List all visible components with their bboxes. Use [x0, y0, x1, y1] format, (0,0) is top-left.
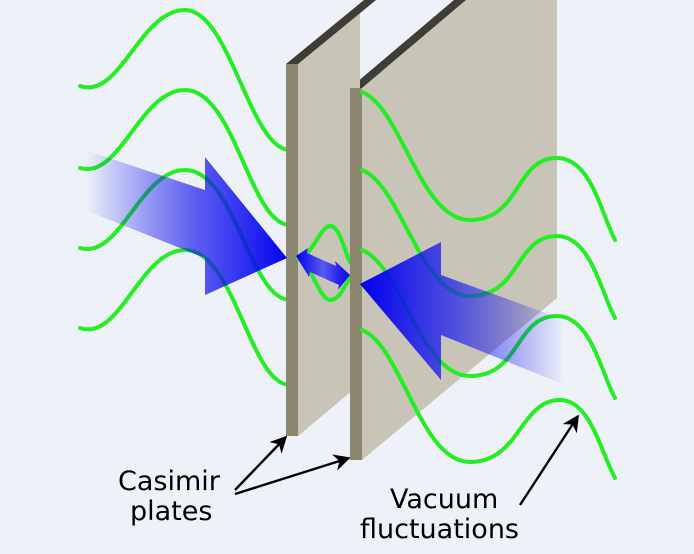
pointer-back-plate	[234, 454, 351, 496]
back-plate-edge	[350, 88, 362, 460]
right-pressure-arrow	[360, 242, 565, 385]
wave-right-2	[360, 168, 617, 320]
back-plate	[350, 0, 557, 460]
wave-left-3	[78, 167, 292, 302]
pointer-front-plate	[234, 435, 288, 491]
front-plate-face-fill	[298, 0, 376, 436]
plates-label-line1: Casimir	[118, 466, 221, 497]
plates-label-line2: plates	[130, 496, 212, 527]
wave-right-4	[360, 328, 617, 480]
front-plate-edge	[286, 64, 298, 436]
back-plate-face	[362, 0, 557, 460]
wave-left-1	[78, 7, 292, 152]
wave-gap-1	[296, 223, 352, 264]
left-pressure-arrow	[85, 150, 287, 295]
wave-left-2	[78, 87, 292, 227]
gap-force-arrow	[296, 248, 350, 290]
vacuum-label-line2: fluctuations	[360, 514, 519, 545]
back-plate-top	[350, 0, 466, 88]
vacuum-label-line1: Vacuum	[390, 484, 498, 515]
label-pointers	[234, 414, 580, 506]
wave-right-1	[360, 90, 617, 242]
pointer-vacuum	[518, 414, 580, 506]
front-plate-top	[286, 0, 376, 64]
